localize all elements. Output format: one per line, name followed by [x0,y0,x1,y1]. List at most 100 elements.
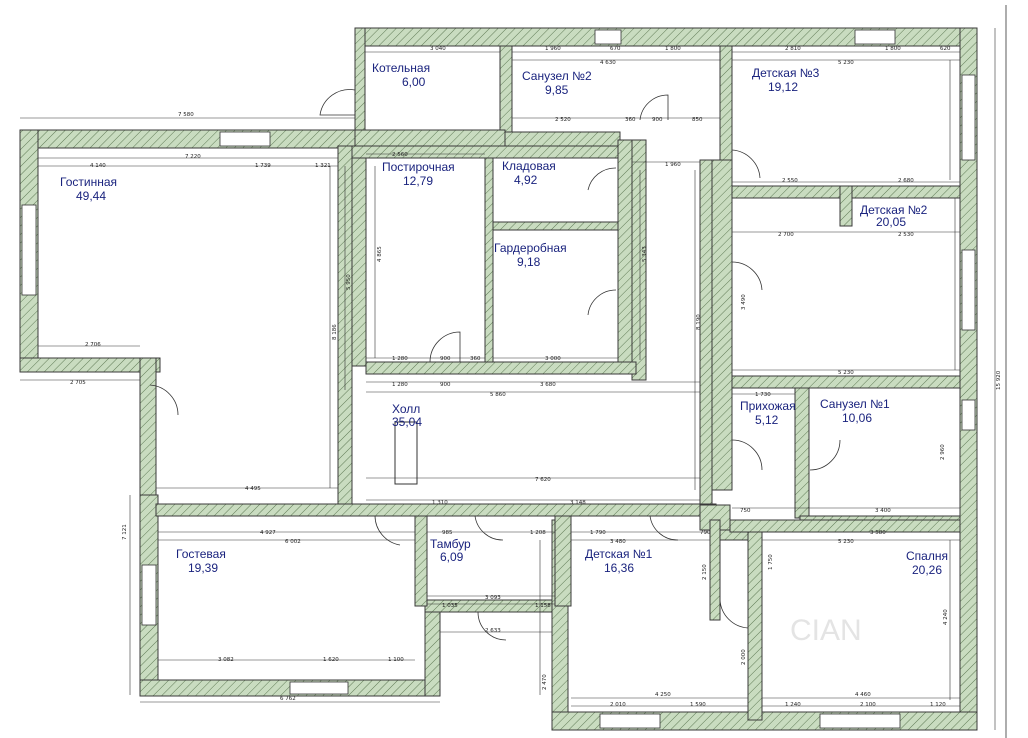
svg-text:2 470: 2 470 [542,674,548,690]
svg-text:3 680: 3 680 [540,382,556,388]
outer-walls [19,27,978,731]
room-area-kotelnaya: 6,00 [402,75,426,89]
room-area-postirochnaya: 12,79 [403,174,433,188]
svg-text:2 010: 2 010 [610,702,626,708]
svg-text:2 530: 2 530 [898,232,914,238]
svg-text:2 706: 2 706 [85,342,101,348]
svg-text:1 960: 1 960 [545,46,561,52]
svg-text:5 230: 5 230 [838,539,854,545]
room-area-sanuzel2: 9,85 [545,83,569,97]
room-name-sanuzel2: Санузел №2 [522,69,592,83]
svg-text:1 158: 1 158 [535,603,551,609]
svg-text:1 800: 1 800 [885,46,901,52]
dimension-lines [20,28,996,730]
svg-text:3 480: 3 480 [610,539,626,545]
svg-text:1 208: 1 208 [530,530,546,536]
svg-text:3 082: 3 082 [218,657,234,663]
svg-text:4 495: 4 495 [245,486,261,492]
room-area-detskaya2: 20,05 [876,215,906,229]
svg-text:5 230: 5 230 [838,60,854,66]
svg-text:2 100: 2 100 [860,702,876,708]
svg-text:7 580: 7 580 [178,112,194,118]
svg-text:1 280: 1 280 [392,356,408,362]
svg-text:3 040: 3 040 [430,46,446,52]
room-name-garderobnaya: Гардеробная [494,241,567,255]
room-area-garderobnaya: 9,18 [517,255,541,269]
room-name-postirochnaya: Постирочная [382,160,455,174]
room-area-tambur: 6,09 [440,550,464,564]
svg-text:1 321: 1 321 [315,163,331,169]
svg-text:1 035: 1 035 [442,603,458,609]
room-area-detskaya1: 16,36 [604,561,634,575]
svg-text:8 190: 8 190 [696,314,702,330]
svg-text:2 550: 2 550 [782,178,798,184]
dimension-texts: 7 580 3 040 1 960 670 1 800 4 630 2 810 … [70,46,1002,708]
svg-text:1 100: 1 100 [388,657,404,663]
svg-text:1 120: 1 120 [930,702,946,708]
svg-text:2 960: 2 960 [940,444,946,460]
svg-text:5 230: 5 230 [838,370,854,376]
svg-text:1 790: 1 790 [590,530,606,536]
room-name-tambur: Тамбур [430,537,471,551]
svg-text:670: 670 [610,46,621,52]
svg-text:6 762: 6 762 [280,696,296,702]
svg-text:15 920: 15 920 [996,370,1002,390]
room-name-sanuzel1: Санузел №1 [820,397,890,411]
svg-text:4 927: 4 927 [260,530,276,536]
svg-text:790: 790 [700,530,711,536]
svg-text:1 800: 1 800 [665,46,681,52]
svg-text:1 240: 1 240 [785,702,801,708]
svg-text:6 002: 6 002 [285,539,301,545]
room-area-gostevaya: 19,39 [188,561,218,575]
svg-text:2 810: 2 810 [785,46,801,52]
svg-text:1 590: 1 590 [690,702,706,708]
room-labels: Котельная 6,00 Санузел №2 9,85 Детская №… [60,61,948,577]
room-name-spalnya: Спалня [906,549,948,563]
room-name-kotelnaya: Котельная [372,61,430,75]
svg-text:850: 850 [692,117,703,123]
room-area-kladovaya: 4,92 [514,173,538,187]
svg-text:4 865: 4 865 [377,246,383,262]
svg-text:1 730: 1 730 [755,392,771,398]
svg-text:1 310: 1 310 [432,500,448,506]
svg-text:5 860: 5 860 [490,392,506,398]
room-name-prihozhaya: Прихожая [740,399,796,413]
svg-text:2 150: 2 150 [702,564,708,580]
svg-text:4 240: 4 240 [943,609,949,625]
svg-text:360: 360 [470,356,481,362]
svg-text:2 560: 2 560 [392,152,408,158]
svg-text:3 400: 3 400 [875,508,891,514]
svg-text:2 000: 2 000 [741,649,747,665]
svg-text:4 250: 4 250 [655,692,671,698]
room-area-spalnya: 20,26 [912,563,942,577]
svg-text:3 000: 3 000 [545,356,561,362]
svg-text:7 220: 7 220 [185,154,201,160]
svg-text:4 140: 4 140 [90,163,106,169]
room-area-prihozhaya: 5,12 [755,413,779,427]
svg-text:3 093: 3 093 [485,595,501,601]
svg-text:2 680: 2 680 [898,178,914,184]
svg-text:1 620: 1 620 [323,657,339,663]
room-name-detskaya3: Детская №3 [752,66,820,80]
svg-text:985: 985 [442,530,453,536]
room-name-gostinnaya: Гостинная [60,175,117,189]
svg-text:5 950: 5 950 [346,274,352,290]
svg-text:2 700: 2 700 [778,232,794,238]
svg-text:900: 900 [440,356,451,362]
svg-text:620: 620 [940,46,951,52]
room-name-gostevaya: Гостевая [176,547,226,561]
svg-text:4 630: 4 630 [600,60,616,66]
svg-text:4 460: 4 460 [855,692,871,698]
svg-text:3 490: 3 490 [741,294,747,310]
room-name-detskaya2: Детская №2 [860,203,928,217]
windows [21,29,976,729]
svg-text:1 750: 1 750 [768,554,774,570]
svg-text:1 739: 1 739 [255,163,271,169]
interior-walls [155,45,961,721]
svg-text:900: 900 [440,382,451,388]
svg-text:2 705: 2 705 [70,380,86,386]
svg-text:360: 360 [625,117,636,123]
room-area-sanuzel1: 10,06 [842,411,872,425]
watermark-text: CIAN [790,614,862,647]
